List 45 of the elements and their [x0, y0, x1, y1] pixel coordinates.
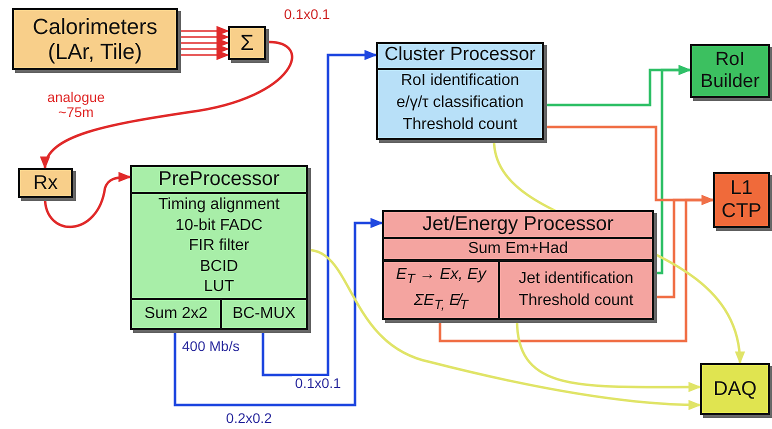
box-text: ΣE$_{T,}$ E̸$_{T}$ [414, 291, 468, 314]
box-text: Timing alignment [158, 195, 280, 215]
box-text: Sum 2x2 [144, 304, 208, 324]
builder-box [690, 44, 770, 98]
sum-box [228, 26, 266, 60]
box-title: Cluster Processor [378, 44, 542, 70]
box-title: Jet/Energy Processor [384, 212, 652, 239]
arrow [178, 38, 230, 48]
data-rate-label: 400 Mb/s [182, 338, 240, 354]
box-text: 10-bit FADC [175, 216, 263, 236]
box-text: DAQ [713, 378, 757, 400]
arrow [178, 32, 230, 42]
box-text: L1 CTP [720, 177, 762, 223]
box-text: RoI Builder [699, 49, 761, 93]
arrow [262, 50, 378, 376]
box-text: Threshold count [402, 114, 518, 135]
box-text: RoI identification [400, 70, 520, 91]
box-text: LUT [204, 277, 234, 297]
trigger-box [713, 172, 770, 228]
box-text: Σ [240, 30, 254, 56]
arrow [438, 194, 714, 342]
box-text: FIR filter [188, 236, 250, 256]
arrow [44, 172, 132, 228]
box-text: BCID [200, 256, 238, 276]
arrow [178, 50, 230, 60]
box-text: BC-MUX [232, 304, 296, 324]
box-text: Jet identification [518, 269, 634, 289]
detector-box [12, 8, 178, 70]
arrow [174, 218, 384, 406]
arrow [178, 26, 230, 36]
receiver-box [18, 168, 73, 198]
box-text: Calorimeters (LAr, Tile) [32, 14, 158, 64]
arrow [42, 40, 294, 170]
box-title: PreProcessor [132, 167, 306, 194]
processor-box [376, 42, 544, 140]
box-text: Threshold count [518, 291, 634, 311]
arrow [178, 44, 230, 54]
daq-box [700, 363, 770, 415]
processor-box [130, 165, 308, 330]
box-text: e/γ/τ classification [396, 92, 524, 113]
processor-box [382, 210, 654, 320]
arrow [654, 64, 692, 274]
resolution-label: 0.1x0.1 [284, 6, 330, 22]
box-text: E$_{T}$ → Ex, Ey [396, 264, 486, 288]
box-text: Rx [33, 172, 58, 194]
